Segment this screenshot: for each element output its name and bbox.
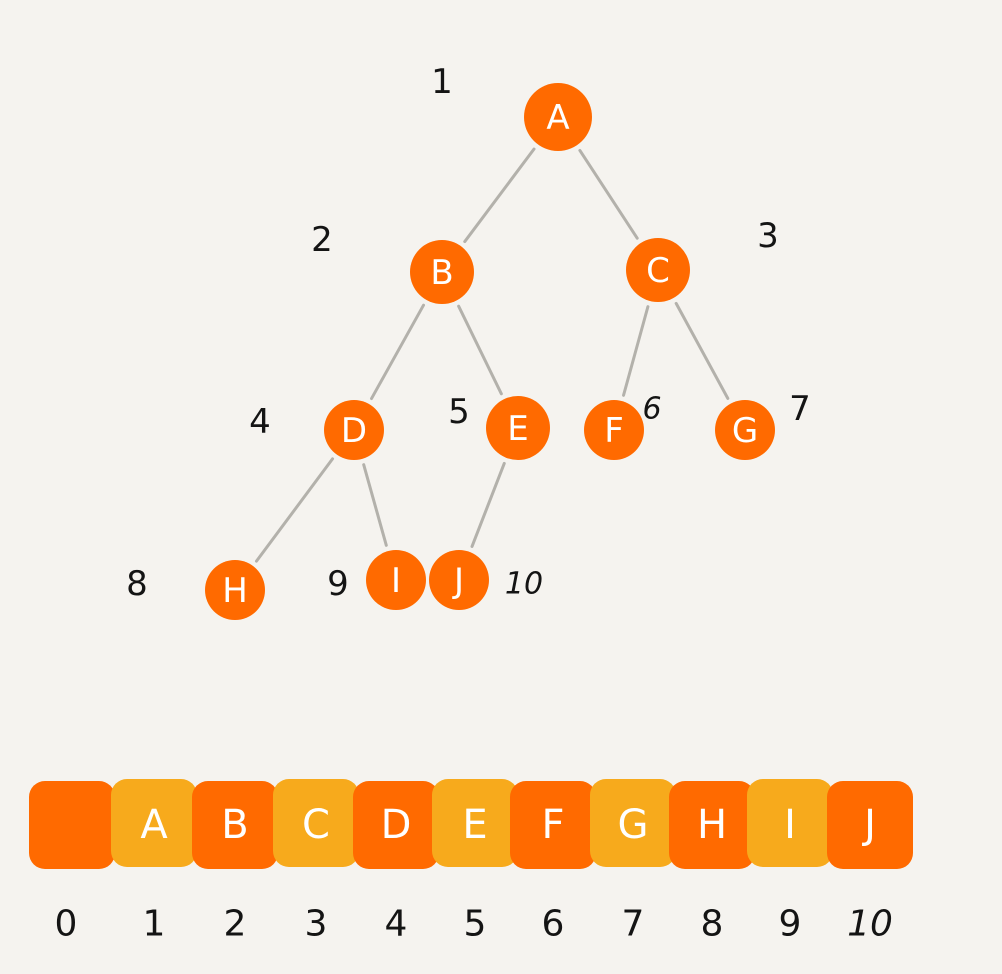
node-circle: [715, 400, 775, 460]
array-index-label-2: 2: [224, 904, 247, 945]
node-circle: [429, 550, 489, 610]
array-index-labels: 0 1 2 3 4 5 6 7 8 9 10: [55, 904, 893, 945]
array-cell-6: F: [510, 781, 596, 869]
node-index-label-5: 5: [448, 392, 470, 432]
node-letter: E: [507, 409, 528, 449]
array-cell-box: [273, 779, 359, 867]
tree-nodes: A B C D E F G H I J: [205, 83, 775, 620]
node-circle: [626, 238, 690, 302]
array-cell-7: G: [590, 779, 676, 867]
array-cell-5: E: [432, 779, 518, 867]
array-cell-10: J: [827, 781, 913, 869]
node-circle: [410, 240, 474, 304]
node-circle: [486, 396, 550, 460]
node-index-label-4: 4: [249, 402, 271, 442]
edge-c-f: [622, 305, 650, 397]
array-cell-box: [192, 781, 278, 869]
array-cell-box: [111, 779, 197, 867]
tree-index-labels: 1 2 3 4 5 6 7 8 9 10: [126, 62, 811, 604]
edge-e-j: [470, 461, 506, 548]
node-circle: [524, 83, 592, 151]
node-index-label-7: 7: [789, 389, 811, 429]
tree-node-c: C: [626, 238, 690, 302]
array-cell-box: [353, 781, 439, 869]
array-cell-letter: H: [697, 802, 727, 848]
array-cell-2: B: [192, 781, 278, 869]
edge-b-e: [457, 304, 503, 396]
tree-node-i: I: [366, 550, 426, 610]
edge-a-b: [463, 147, 536, 244]
edge-c-g: [674, 301, 730, 400]
node-index-label-8: 8: [126, 564, 148, 604]
node-index-label-9: 9: [327, 564, 349, 604]
node-circle: [584, 400, 644, 460]
array-index-label-7: 7: [622, 904, 645, 945]
tree-node-b: B: [410, 240, 474, 304]
array-cell-letter: D: [381, 802, 412, 848]
array-cell-box: [590, 779, 676, 867]
node-letter: H: [222, 571, 248, 611]
edge-a-c: [578, 148, 639, 240]
array-cell-letter: J: [861, 802, 876, 848]
array-index-label-9: 9: [779, 904, 802, 945]
tree-edges: [254, 147, 730, 563]
array-index-label-0: 0: [55, 904, 78, 945]
array-cell-letter: C: [302, 802, 330, 848]
array-cell-letter: G: [618, 802, 649, 848]
tree-node-g: G: [715, 400, 775, 460]
tree-node-d: D: [324, 400, 384, 460]
array-cell-box: [29, 781, 115, 869]
edge-d-i: [362, 463, 388, 547]
tree-node-h: H: [205, 560, 265, 620]
array-index-label-8: 8: [701, 904, 724, 945]
array-cell-9: I: [747, 779, 833, 867]
node-circle: [324, 400, 384, 460]
array-cell-box: [669, 781, 755, 869]
array-cell-1: A: [111, 779, 197, 867]
array-cell-box: [432, 779, 518, 867]
node-letter: G: [732, 411, 758, 451]
node-letter: C: [646, 251, 670, 291]
tree-node-j: J: [429, 550, 489, 610]
array-cell-4: D: [353, 781, 439, 869]
node-circle: [366, 550, 426, 610]
tree-node-f: F: [584, 400, 644, 460]
tree-node-e: E: [486, 396, 550, 460]
array-cell-0: [29, 781, 115, 869]
node-letter: J: [452, 561, 464, 601]
array-index-label-3: 3: [305, 904, 328, 945]
array-cell-box: [510, 781, 596, 869]
node-letter: D: [341, 411, 367, 451]
edge-d-h: [254, 457, 335, 563]
node-letter: I: [391, 561, 401, 601]
array-index-label-10: 10: [847, 904, 893, 945]
array-index-label-6: 6: [542, 904, 565, 945]
array-cell-box: [747, 779, 833, 867]
array-cell-letter: A: [140, 802, 168, 848]
array-cells: A B C D E F G H I J: [29, 779, 913, 869]
array-cell-letter: I: [784, 802, 796, 848]
node-index-label-6: 6: [642, 392, 661, 427]
array-cell-8: H: [669, 781, 755, 869]
node-letter: B: [430, 253, 453, 293]
edge-b-d: [370, 303, 426, 401]
array-index-label-4: 4: [385, 904, 408, 945]
array-cell-3: C: [273, 779, 359, 867]
array-cell-letter: B: [221, 802, 248, 848]
node-letter: A: [546, 98, 569, 138]
array-cell-letter: E: [462, 802, 487, 848]
node-index-label-2: 2: [311, 220, 333, 260]
node-letter: F: [604, 411, 624, 451]
array-cell-letter: F: [541, 802, 564, 848]
node-index-label-10: 10: [505, 567, 543, 602]
tree-node-a: A: [524, 83, 592, 151]
array-cell-box: [827, 781, 913, 869]
array-index-label-5: 5: [464, 904, 487, 945]
array-index-label-1: 1: [143, 904, 166, 945]
node-index-label-1: 1: [431, 62, 453, 102]
node-circle: [205, 560, 265, 620]
node-index-label-3: 3: [757, 216, 779, 256]
